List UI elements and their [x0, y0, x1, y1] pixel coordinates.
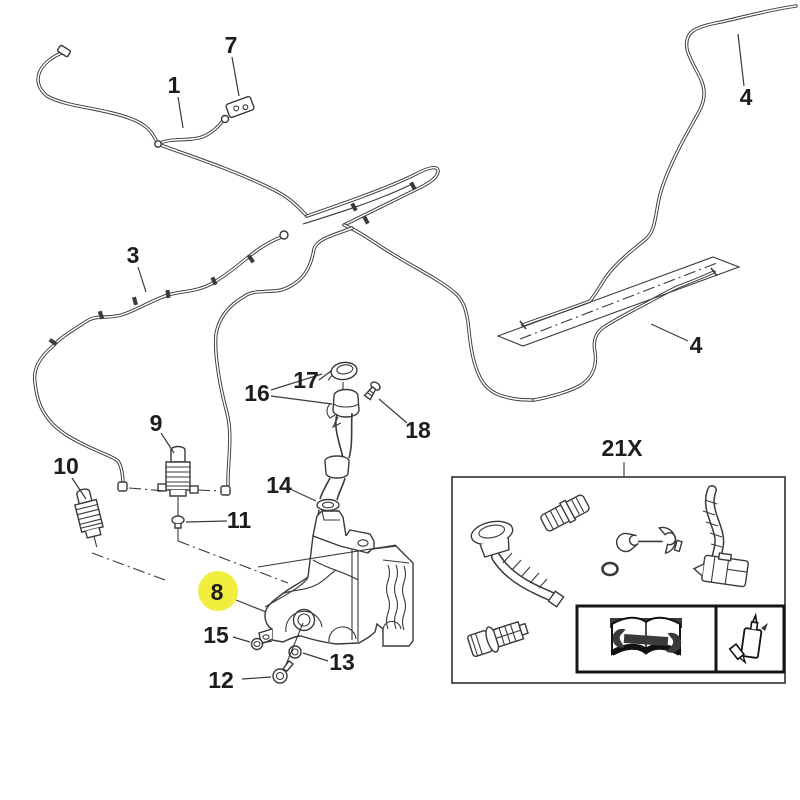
callout-11[interactable]: 11: [227, 507, 252, 533]
washer-nozzle-7: [220, 95, 255, 124]
callout-3[interactable]: 3: [127, 242, 140, 268]
callout-10[interactable]: 10: [53, 453, 79, 479]
filler-cap-17: [327, 361, 358, 390]
kit-connector: [467, 620, 529, 658]
callout-21x-kit[interactable]: 21X: [602, 435, 644, 461]
washer-reservoir-8: [257, 509, 414, 647]
callout-leader-lines: [71, 33, 745, 680]
nut-15: [250, 637, 273, 651]
callout-9[interactable]: 9: [150, 410, 163, 436]
washer-pump-10: [74, 488, 104, 548]
adhesive-bottle-icon: [728, 612, 768, 665]
kit-filler-neck-hose: [470, 520, 565, 608]
highlight-circle-part-8[interactable]: [198, 571, 238, 611]
callout-4-mid[interactable]: 4: [690, 332, 703, 358]
hose-1-front-washer: [36, 44, 309, 218]
screw-18: [363, 381, 381, 401]
callout-17[interactable]: 17: [293, 367, 319, 393]
pump-fittings: [91, 481, 289, 584]
filler-tube: [319, 412, 353, 501]
service-manual-book-icon: [610, 616, 682, 656]
callout-12[interactable]: 12: [208, 667, 234, 693]
callout-1[interactable]: 1: [168, 72, 181, 98]
callout-4-top[interactable]: 4: [740, 84, 753, 110]
kit-nozzle-hose: [692, 490, 749, 588]
kit-clip: [616, 526, 683, 555]
seal-ring-14: [316, 498, 340, 512]
hose-4-rear-washer: [519, 4, 798, 402]
grommet-11: [171, 515, 185, 541]
callout-15[interactable]: 15: [203, 622, 229, 648]
kit-instruction-panel: [575, 604, 786, 674]
rocker-panel-reference: [496, 256, 741, 347]
kit-box-21x: [451, 462, 786, 684]
hose-connector: [279, 230, 289, 240]
wrench-icon: [612, 628, 682, 653]
hose-junction: [154, 140, 162, 148]
washer-13: [288, 645, 302, 659]
callout-7[interactable]: 7: [225, 32, 238, 58]
callout-14[interactable]: 14: [266, 472, 292, 498]
callout-13[interactable]: 13: [329, 649, 355, 675]
bolt-12: [272, 622, 304, 684]
hose-3-pump-feed: [32, 230, 289, 488]
kit-coupling: [540, 494, 590, 532]
callout-labels: 1 3 4 4 7 8 9 10 11 12 13 14 15 16 17 18…: [53, 32, 752, 693]
hose-end-fitting: [56, 44, 72, 58]
washer-pump-9: [157, 445, 199, 516]
hose-clips: [48, 181, 417, 346]
hose-bundle-cowl: [213, 165, 536, 490]
callout-16[interactable]: 16: [244, 380, 270, 406]
kit-o-ring: [601, 561, 619, 577]
filler-neck-16: [326, 388, 360, 429]
callout-8-highlighted[interactable]: 8: [211, 579, 224, 605]
callout-18[interactable]: 18: [405, 417, 431, 443]
